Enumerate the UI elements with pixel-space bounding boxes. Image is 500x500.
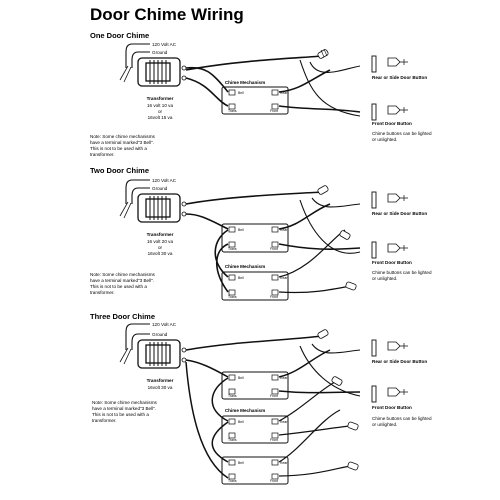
chime-wiring xyxy=(185,335,361,479)
transformer-or: or xyxy=(158,109,163,114)
front-button-label: Front Door Button xyxy=(372,121,412,126)
terminal-bell: Bell xyxy=(238,91,244,95)
wire-nut xyxy=(317,48,329,59)
transformer-title: Transformer xyxy=(147,378,174,383)
section-heading: One Door Chime xyxy=(90,31,149,40)
lighted-note: Chime buttons can be lighted or unlighte… xyxy=(372,416,433,427)
ac-label: 120 Volt AC xyxy=(152,178,177,183)
chime-mechanism-label: Chime Mechanism xyxy=(225,80,265,85)
ground-label: Ground xyxy=(152,332,168,337)
terminal-note: Note: Some chime mechanisms have a termi… xyxy=(90,272,156,295)
terminal-trans: Trans xyxy=(228,438,237,442)
ac-supply-wires xyxy=(119,323,150,365)
transformer xyxy=(137,57,187,87)
terminal-front: Front xyxy=(270,479,278,483)
wire-nut xyxy=(317,185,357,291)
transformer xyxy=(137,193,187,223)
chime-mechanism-a xyxy=(221,223,289,253)
terminal-trans: Trans xyxy=(228,479,237,483)
rear-door-button xyxy=(371,55,408,73)
chime-mechanism-label: Chime Mechanism xyxy=(225,408,265,413)
rear-door-button xyxy=(371,339,408,357)
terminal-front: Front xyxy=(270,438,278,442)
chime-mechanism-b xyxy=(221,271,289,301)
terminal-note: Note: Some chime mechanisms have a termi… xyxy=(90,134,156,157)
lighted-note: Chime buttons can be lighted or unlighte… xyxy=(372,131,433,142)
rear-button-label: Rear or Side Door Button xyxy=(372,75,427,80)
chime-mechanism xyxy=(221,86,289,115)
front-door-button xyxy=(371,385,408,403)
chime-mechanism-b xyxy=(221,415,289,444)
front-door-button xyxy=(371,241,408,259)
terminal-front: Front xyxy=(270,109,278,113)
chime-mechanism-a xyxy=(221,371,289,400)
diagram-title: Door Chime Wiring xyxy=(90,5,244,24)
ac-supply-wires xyxy=(119,43,150,83)
terminal-trans: Trans xyxy=(228,394,237,398)
terminal-bell: Bell xyxy=(238,461,244,465)
ground-label: Ground xyxy=(152,186,168,191)
section-heading: Three Door Chime xyxy=(90,312,155,321)
terminal-bell: Bell xyxy=(238,228,244,232)
transformer xyxy=(137,339,187,369)
section-heading: Two Door Chime xyxy=(90,166,149,175)
front-button-label: Front Door Button xyxy=(372,260,412,265)
terminal-front: Front xyxy=(270,247,278,251)
transformer-rating-primary: 16 volt 20 va xyxy=(147,239,173,244)
terminal-bell: Bell xyxy=(238,276,244,280)
section-two-door: Two Door Chime 120 Volt AC Ground Transf… xyxy=(90,166,433,301)
lighted-note: Chime buttons can be lighted or unlighte… xyxy=(372,270,433,281)
rear-button-label: Rear or Side Door Button xyxy=(372,211,427,216)
terminal-bell: Bell xyxy=(238,376,244,380)
terminal-trans: Trans xyxy=(228,247,237,251)
section-three-door: Three Door Chime 120 Volt AC Ground Tran… xyxy=(90,312,433,485)
chime-mechanism-c xyxy=(221,456,289,485)
terminal-bell: Bell xyxy=(238,420,244,424)
front-door-button xyxy=(371,103,408,121)
chime-mechanism-label: Chime Mechanism xyxy=(225,264,265,269)
ground-label: Ground xyxy=(152,50,168,55)
section-one-door: One Door Chime 120 Volt AC Ground Transf… xyxy=(90,31,433,157)
terminal-front: Front xyxy=(270,295,278,299)
transformer-or: or xyxy=(158,245,163,250)
chime-wiring xyxy=(185,55,361,117)
transformer-rating-alt: 16volt 15 va xyxy=(148,115,173,120)
terminal-trans: Trans xyxy=(228,109,237,113)
terminal-rear: Rear xyxy=(280,376,288,380)
terminal-rear: Rear xyxy=(280,420,288,424)
front-button-label: Front Door Button xyxy=(372,405,412,410)
transformer-rating-primary: 16volt 30 va xyxy=(148,385,173,390)
terminal-trans: Trans xyxy=(228,295,237,299)
terminal-rear: Rear xyxy=(280,461,288,465)
rear-button-label: Rear or Side Door Button xyxy=(372,359,427,364)
wire-nut xyxy=(317,329,359,471)
ac-label: 120 Volt AC xyxy=(152,322,177,327)
transformer-rating-primary: 16 volt 10 va xyxy=(147,103,173,108)
ac-label: 120 Volt AC xyxy=(152,42,177,47)
transformer-title: Transformer xyxy=(147,96,174,101)
terminal-rear: Rear xyxy=(280,228,288,232)
transformer-rating-alt: 16volt 30 va xyxy=(148,251,173,256)
transformer-title: Transformer xyxy=(147,232,174,237)
terminal-rear: Rear xyxy=(280,276,288,280)
terminal-front: Front xyxy=(270,394,278,398)
terminal-rear: Rear xyxy=(280,91,288,95)
terminal-note: Note: Some chime mechanisms have a termi… xyxy=(92,400,158,423)
rear-door-button xyxy=(371,191,408,209)
ac-supply-wires xyxy=(119,179,150,219)
